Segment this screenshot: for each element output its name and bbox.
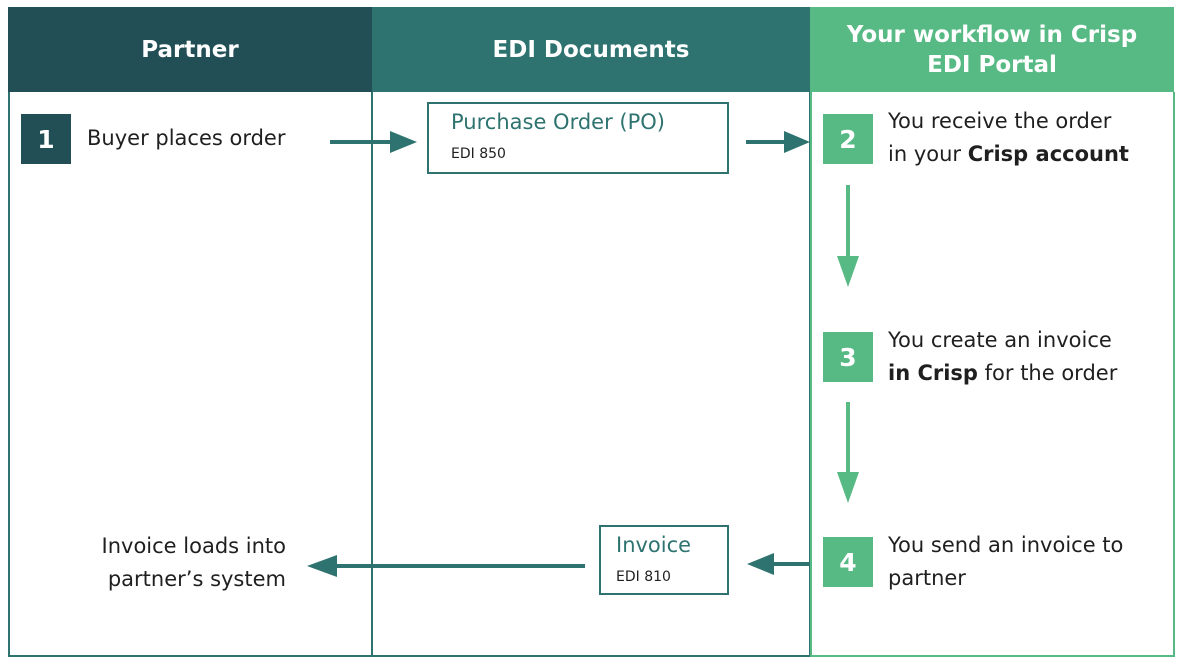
step-2-number: 2 <box>839 124 857 154</box>
edi-lane-title: EDI Documents <box>492 36 690 63</box>
step-1-label: Buyer places order <box>87 126 286 150</box>
arrow-step3-to-step4 <box>837 402 859 503</box>
crisp-lane-title-line1: Your workflow in Crisp <box>846 21 1138 48</box>
step-4-line1: You send an invoice to <box>888 533 1124 557</box>
step-3-line2-post: for the order <box>977 361 1118 385</box>
result-line2: partner’s system <box>107 567 286 591</box>
step-1-badge: 1 <box>21 114 71 164</box>
invoice-document: Invoice EDI 810 <box>599 525 729 595</box>
crisp-lane-header: Your workflow in Crisp EDI Portal <box>810 7 1174 92</box>
step-3-line2: in Crisp for the order <box>888 357 1117 390</box>
edi-lane-header: EDI Documents <box>372 7 810 92</box>
step-2-text: You receive the order in your Crisp acco… <box>888 105 1129 171</box>
result-line1: Invoice loads into <box>101 534 286 558</box>
invoice-edi-code: EDI 810 <box>616 569 671 585</box>
step-2-line1: You receive the order <box>888 109 1112 133</box>
partner-lane <box>8 92 373 657</box>
step-4-line2: partner <box>888 566 966 590</box>
step-4-number: 4 <box>839 547 857 577</box>
arrow-po-to-crisp <box>746 131 810 153</box>
invoice-title: Invoice <box>616 533 692 557</box>
arrow-order-to-po <box>330 131 417 153</box>
arrow-step2-to-step3 <box>837 185 859 287</box>
crisp-lane-title-line2: EDI Portal <box>927 51 1057 78</box>
step-3-line1: You create an invoice <box>888 328 1112 352</box>
step-3-line2-bold: in Crisp <box>888 361 978 385</box>
edi-documents-lane <box>371 92 811 657</box>
po-title: Purchase Order (PO) <box>451 110 665 134</box>
step-1-number: 1 <box>37 124 55 154</box>
step-2-line2-bold: Crisp account <box>967 142 1129 166</box>
step-2-badge: 2 <box>823 114 873 164</box>
arrow-step4-to-invoice <box>747 553 810 575</box>
arrow-invoice-to-partner <box>307 555 585 577</box>
step-2-line2-pre: in your <box>888 142 968 166</box>
po-edi-code: EDI 850 <box>451 146 506 162</box>
partner-result-text: Invoice loads into partner’s system <box>60 530 286 596</box>
step-2-line2: in your Crisp account <box>888 138 1129 171</box>
step-4-text: You send an invoice to partner <box>888 529 1123 595</box>
step-4-badge: 4 <box>823 537 873 587</box>
purchase-order-document: Purchase Order (PO) EDI 850 <box>427 102 729 174</box>
step-3-text: You create an invoice in Crisp for the o… <box>888 324 1117 390</box>
partner-lane-title: Partner <box>141 36 239 63</box>
step-1-text: Buyer places order <box>87 122 286 155</box>
step-3-number: 3 <box>839 342 857 372</box>
step-3-badge: 3 <box>823 332 873 382</box>
partner-lane-header: Partner <box>8 7 372 92</box>
